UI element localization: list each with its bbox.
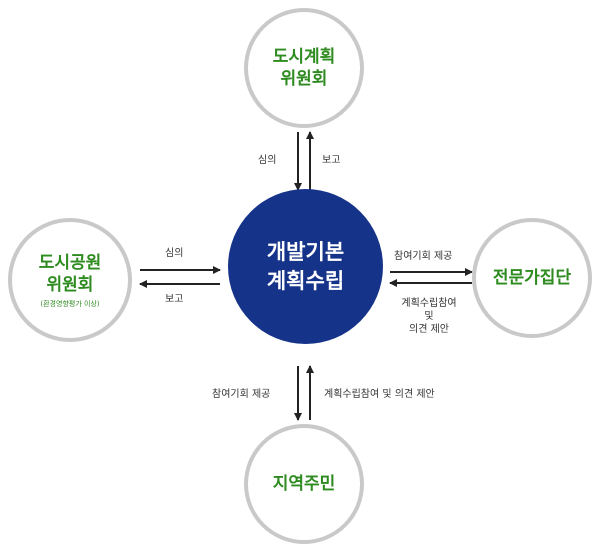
node-label: 전문가집단 bbox=[492, 268, 572, 288]
node-basic-development-plan: 개발기본 계획수립 bbox=[228, 189, 383, 344]
edge-label-right-left: 계획수립참여 및 의견 제안 bbox=[386, 297, 472, 336]
node-sublabel: (환경영향평가 이상) bbox=[40, 299, 100, 308]
edge-label-top-down: 심의 bbox=[258, 155, 277, 166]
node-urban-park-committee: 도시공원 위원회 (환경영향평가 이상) bbox=[8, 218, 132, 342]
node-expert-group: 전문가집단 bbox=[472, 218, 592, 338]
edge-label-line: 계획수립참여 bbox=[401, 298, 457, 309]
center-label: 계획수립 bbox=[266, 268, 345, 293]
node-label: 지역주민 bbox=[272, 474, 336, 494]
edge-label-line: 및 bbox=[424, 311, 434, 322]
node-urban-planning-committee: 도시계획 위원회 bbox=[244, 8, 364, 128]
edge-label-line: 의견 제안 bbox=[409, 324, 449, 335]
node-local-residents: 지역주민 bbox=[244, 424, 364, 544]
edge-label-top-up: 보고 bbox=[322, 155, 341, 166]
node-label: 도시공원 bbox=[38, 252, 102, 273]
node-label: 위원회 bbox=[46, 274, 94, 295]
node-label: 위원회 bbox=[280, 69, 328, 89]
edge-label-bottom-up: 계획수립참여 및 의견 제안 bbox=[324, 389, 435, 400]
edge-label-left-left: 보고 bbox=[165, 294, 184, 305]
center-label: 개발기본 bbox=[266, 239, 345, 264]
node-label: 도시계획 bbox=[272, 47, 336, 67]
edge-label-right-right: 참여기회 제공 bbox=[394, 251, 453, 262]
edge-label-left-right: 심의 bbox=[165, 248, 184, 259]
edge-label-bottom-down: 참여기회 제공 bbox=[212, 389, 271, 400]
